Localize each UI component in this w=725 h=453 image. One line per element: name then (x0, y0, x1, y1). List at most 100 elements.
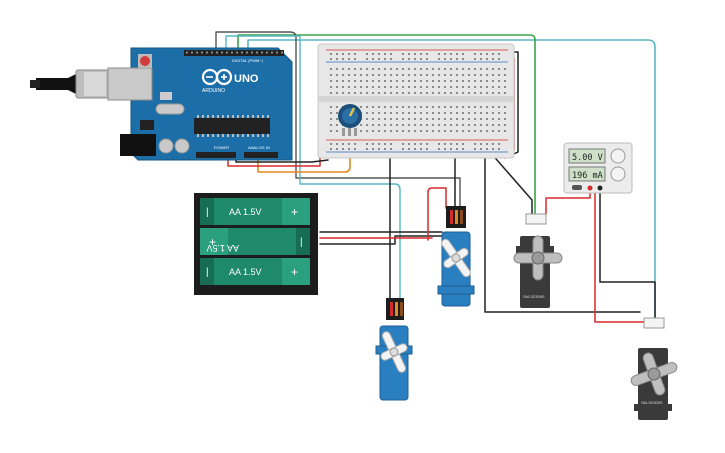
servo-motor-2[interactable] (432, 206, 480, 307)
servo-motor-3[interactable]: SM-S2309S (513, 213, 563, 308)
breadboard-hole (396, 130, 398, 132)
breadboard-hole (354, 92, 356, 94)
breadboard-hole (450, 53, 452, 55)
breadboard-hole (384, 53, 386, 55)
breadboard-hole (486, 130, 488, 132)
breadboard-hole (408, 143, 410, 145)
breadboard-hole (336, 130, 338, 132)
breadboard-hole (438, 74, 440, 76)
breadboard-hole (366, 80, 368, 82)
breadboard-hole (330, 86, 332, 88)
chip-leg (257, 134, 259, 137)
breadboard-hole (390, 86, 392, 88)
breadboard-hole (420, 92, 422, 94)
breadboard-hole (462, 58, 464, 60)
arduino-uno-board[interactable]: UNO ARDUINO DIGITAL (PWM~) POWER ANALOG … (30, 47, 293, 161)
breadboard-hole (426, 53, 428, 55)
breadboard-hole (492, 124, 494, 126)
breadboard-hole (474, 53, 476, 55)
breadboard-hole (366, 112, 368, 114)
servo-2-horn[interactable] (432, 232, 480, 284)
breadboard-hole (426, 143, 428, 145)
breadboard-hole (432, 74, 434, 76)
breadboard-hole (468, 92, 470, 94)
breadboard-hole (342, 143, 344, 145)
battery-pack[interactable]: | + AA 1.5V + | AA 1.5V | + AA 1.5V (194, 193, 318, 295)
breadboard-hole (492, 106, 494, 108)
reset-button[interactable] (140, 56, 150, 66)
breadboard-hole (456, 92, 458, 94)
breadboard-hole (480, 92, 482, 94)
breadboard-hole (444, 74, 446, 76)
breadboard-hole (336, 118, 338, 120)
breadboard[interactable] (317, 43, 515, 159)
power-switch[interactable] (572, 185, 582, 190)
breadboard-hole (378, 74, 380, 76)
breadboard-hole (396, 106, 398, 108)
current-readout: 196 mA (572, 171, 603, 181)
potentiometer[interactable] (338, 104, 362, 136)
breadboard-hole (426, 58, 428, 60)
breadboard-hole (444, 80, 446, 82)
current-knob[interactable] (610, 166, 626, 182)
servo-motor-4[interactable]: SM-S2309S (624, 317, 684, 420)
breadboard-hole (402, 130, 404, 132)
breadboard-hole (330, 112, 332, 114)
breadboard-hole (366, 130, 368, 132)
breadboard-hole (456, 124, 458, 126)
breadboard-hole (366, 148, 368, 150)
analog-in-label: ANALOG IN (248, 145, 270, 150)
breadboard-hole (504, 92, 506, 94)
breadboard-hole (354, 80, 356, 82)
breadboard-hole (390, 92, 392, 94)
breadboard-hole (348, 148, 350, 150)
breadboard-hole (444, 86, 446, 88)
breadboard-hole (354, 148, 356, 150)
chip-leg (212, 134, 214, 137)
breadboard-hole (402, 148, 404, 150)
breadboard-hole (360, 92, 362, 94)
svg-text:|: | (206, 267, 209, 278)
servo-1-horn[interactable] (372, 326, 416, 378)
breadboard-hole (456, 112, 458, 114)
breadboard-hole (360, 74, 362, 76)
servo-4-horn[interactable] (624, 345, 684, 403)
breadboard-hole (366, 118, 368, 120)
breadboard-hole (402, 118, 404, 120)
power-supply[interactable]: 5.00 V 196 mA (563, 142, 633, 194)
breadboard-hole (474, 143, 476, 145)
breadboard-hole (342, 80, 344, 82)
breadboard-hole (378, 106, 380, 108)
breadboard-hole (360, 80, 362, 82)
breadboard-hole (474, 92, 476, 94)
breadboard-hole (414, 68, 416, 70)
header-pin (216, 51, 218, 54)
breadboard-hole (402, 68, 404, 70)
breadboard-hole (336, 58, 338, 60)
chip-leg (252, 134, 254, 137)
chip-leg (227, 115, 229, 118)
header-pin (231, 51, 233, 54)
servo-motor-1[interactable] (372, 298, 416, 401)
breadboard-hole (408, 130, 410, 132)
breadboard-hole (390, 148, 392, 150)
breadboard-hole (378, 130, 380, 132)
breadboard-hole (390, 58, 392, 60)
breadboard-hole (504, 118, 506, 120)
breadboard-hole (408, 92, 410, 94)
breadboard-hole (498, 130, 500, 132)
breadboard-hole (456, 80, 458, 82)
breadboard-hole (498, 74, 500, 76)
breadboard-hole (390, 80, 392, 82)
chip-leg (267, 115, 269, 118)
breadboard-hole (504, 86, 506, 88)
breadboard-hole (462, 68, 464, 70)
chip-leg (237, 115, 239, 118)
voltage-knob[interactable] (610, 148, 626, 164)
breadboard-hole (342, 53, 344, 55)
breadboard-hole (480, 148, 482, 150)
breadboard-hole (486, 53, 488, 55)
breadboard-hole (492, 130, 494, 132)
wire-red-psu (545, 189, 591, 215)
servo-3-horn[interactable] (513, 235, 563, 281)
